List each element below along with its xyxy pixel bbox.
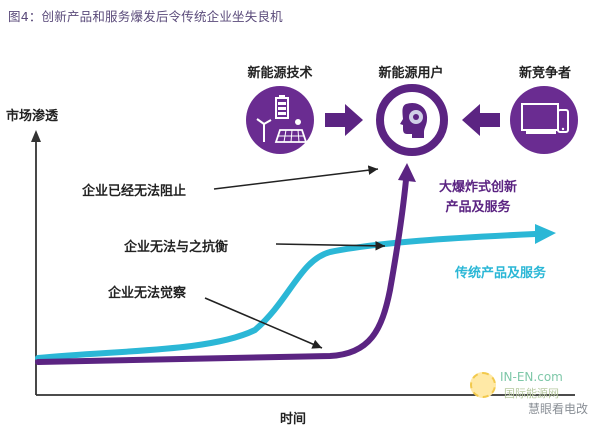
y-axis-arrowhead (31, 130, 41, 142)
label-new-energy-users: 新能源用户 (378, 66, 444, 81)
watermark-sub: 国际能源网 (504, 387, 559, 400)
disruptive-label-line2: 产品及服务 (445, 200, 511, 215)
annotation-cannot-stop: 企业已经无法阻止 (82, 184, 187, 199)
watermark-brand: IN-EN.com (500, 370, 563, 384)
figure-caption: 图4：创新产品和服务爆发后令传统企业坐失良机 (8, 9, 283, 24)
disruptive-series-arrowhead (398, 163, 416, 182)
disruptive-series-label: 大爆炸式创新 产品及服务 (418, 178, 538, 218)
arrow-left-icon (462, 104, 500, 136)
energy-tech-icon (246, 86, 314, 154)
devices-icon (510, 86, 578, 154)
annotation-cannot-notice: 企业无法觉察 (108, 286, 187, 301)
label-new-competitors: 新竞争者 (518, 66, 571, 81)
disruptive-series-line (35, 177, 409, 365)
annotation-cannot-resist: 企业无法与之抗衡 (124, 240, 229, 255)
watermark-wechat: 慧眼看电改 (528, 402, 589, 416)
traditional-series-label: 传统产品及服务 (455, 266, 547, 281)
watermark-logo-icon (470, 372, 496, 398)
traditional-series-arrowhead (535, 224, 556, 244)
y-axis-label: 市场渗透 (6, 109, 59, 124)
annot-arrow-cannot-stop (213, 165, 379, 190)
disruptive-label-line1: 大爆炸式创新 (438, 180, 517, 195)
traditional-series-line (35, 231, 538, 361)
label-new-energy-tech: 新能源技术 (247, 66, 313, 81)
arrow-right-icon (325, 104, 363, 136)
user-head-icon (376, 84, 448, 156)
annot-arrow-cannot-notice (204, 297, 323, 349)
annot-arrow-cannot-resist (275, 241, 386, 251)
